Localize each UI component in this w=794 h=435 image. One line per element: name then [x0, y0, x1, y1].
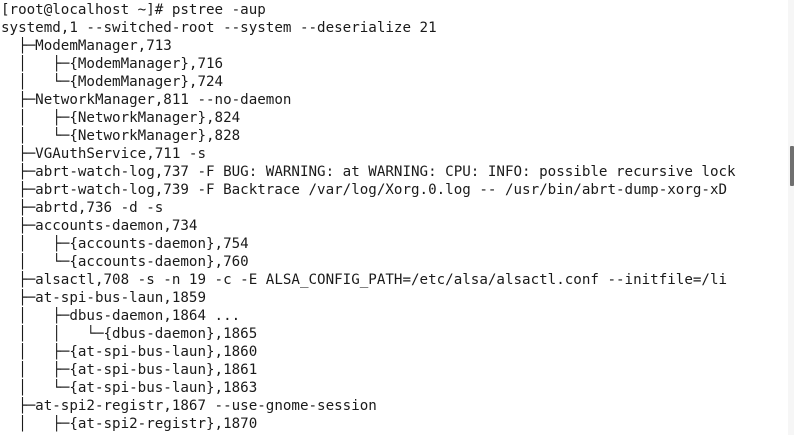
process-tree-line: │ └─{at-spi-bus-laun},1863	[1, 380, 258, 396]
process-tree-line: │ ├─{NetworkManager},824	[1, 110, 241, 126]
process-tree-line: ├─alsactl,708 -s -n 19 -c -E ALSA_CONFIG…	[1, 272, 728, 288]
process-tree-line: │ ├─{ModemManager},716	[1, 56, 224, 72]
process-tree-line: ├─abrtd,736 -d -s	[1, 200, 164, 216]
process-tree-line: ├─ModemManager,713	[1, 38, 172, 54]
process-tree-line: │ ├─dbus-daemon,1864 ...	[1, 308, 241, 324]
process-tree-line: │ ├─{at-spi-bus-laun},1860	[1, 344, 258, 360]
process-tree-line: │ ├─{at-spi2-registr},1870	[1, 416, 258, 432]
process-tree-root: systemd,1 --switched-root --system --des…	[1, 20, 437, 36]
process-tree-line: ├─abrt-watch-log,737 -F BUG: WARNING: at…	[1, 164, 736, 180]
process-tree-line: ├─abrt-watch-log,739 -F Backtrace /var/l…	[1, 182, 728, 198]
process-tree-line: ├─NetworkManager,811 --no-daemon	[1, 92, 292, 108]
process-tree-line: ├─at-spi2-registr,1867 --use-gnome-sessi…	[1, 398, 377, 414]
process-tree-line: ├─VGAuthService,711 -s	[1, 146, 206, 162]
scrollbar-thumb[interactable]	[790, 146, 794, 186]
process-tree-line: ├─at-spi-bus-laun,1859	[1, 290, 206, 306]
process-tree-line: │ └─{NetworkManager},828	[1, 128, 241, 144]
process-tree-line: │ └─{ModemManager},724	[1, 74, 224, 90]
process-tree-line: │ ├─{at-spi-bus-laun},1861	[1, 362, 258, 378]
process-tree-line: │ └─{accounts-daemon},760	[1, 254, 249, 270]
vertical-scrollbar[interactable]	[788, 0, 794, 435]
process-tree-line: │ │ └─{dbus-daemon},1865	[1, 326, 258, 342]
shell-prompt-line: [root@localhost ~]# pstree -aup	[1, 2, 266, 18]
process-tree-line: │ ├─{accounts-daemon},754	[1, 236, 249, 252]
process-tree-line: ├─accounts-daemon,734	[1, 218, 198, 234]
